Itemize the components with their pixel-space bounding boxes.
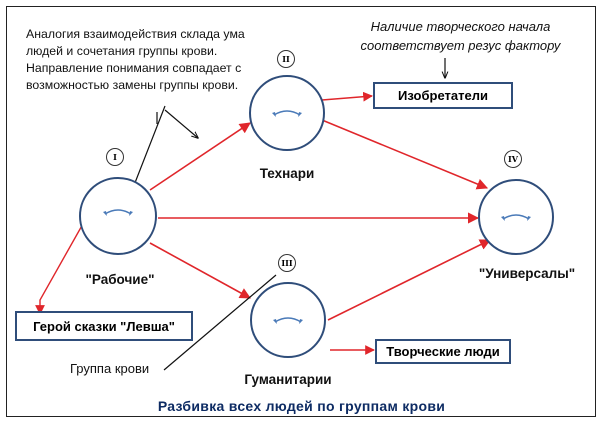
group-iii-circle — [250, 282, 326, 358]
arrow-i-to-levsha — [35, 221, 85, 315]
group-ii-circle — [249, 75, 325, 151]
arrow-i-to-iii — [149, 242, 251, 299]
label-humanitarians: Гуманитарии — [244, 372, 332, 387]
numeral-iv: IV — [504, 150, 522, 168]
numeral-iii: III — [278, 254, 296, 272]
arrow-ii-to-inventors — [321, 91, 373, 102]
numeral-i: I — [106, 148, 124, 166]
rhesus-note: Наличие творческого начала соответствует… — [360, 19, 561, 53]
diagram-caption: Разбивка всех людей по группам крови — [157, 398, 446, 414]
label-workers: "Рабочие" — [85, 272, 155, 287]
group-iv-circle — [478, 179, 554, 255]
pointer-note-to-ii — [164, 109, 198, 138]
diagram-frame — [6, 6, 596, 417]
explanation-note: Аналогия взаимодействия склада ума людей… — [26, 27, 245, 92]
box-creative: Творческие люди — [375, 339, 511, 364]
arrow-ii-to-iv — [321, 119, 489, 190]
arrow-i-to-ii — [149, 122, 251, 191]
pointer-blood-group — [163, 274, 277, 371]
blood-group-label: Группа крови — [70, 361, 150, 376]
group-i-circle — [79, 177, 157, 255]
label-technicians: Технари — [259, 166, 315, 181]
arrow-iii-to-iv — [327, 239, 492, 321]
box-levsha: Герой сказки "Левша" — [15, 311, 193, 341]
pointer-note-to-i — [131, 105, 166, 193]
label-universals: "Универсалы" — [478, 266, 576, 281]
numeral-ii: II — [277, 50, 295, 68]
box-inventors: Изобретатели — [373, 82, 513, 109]
